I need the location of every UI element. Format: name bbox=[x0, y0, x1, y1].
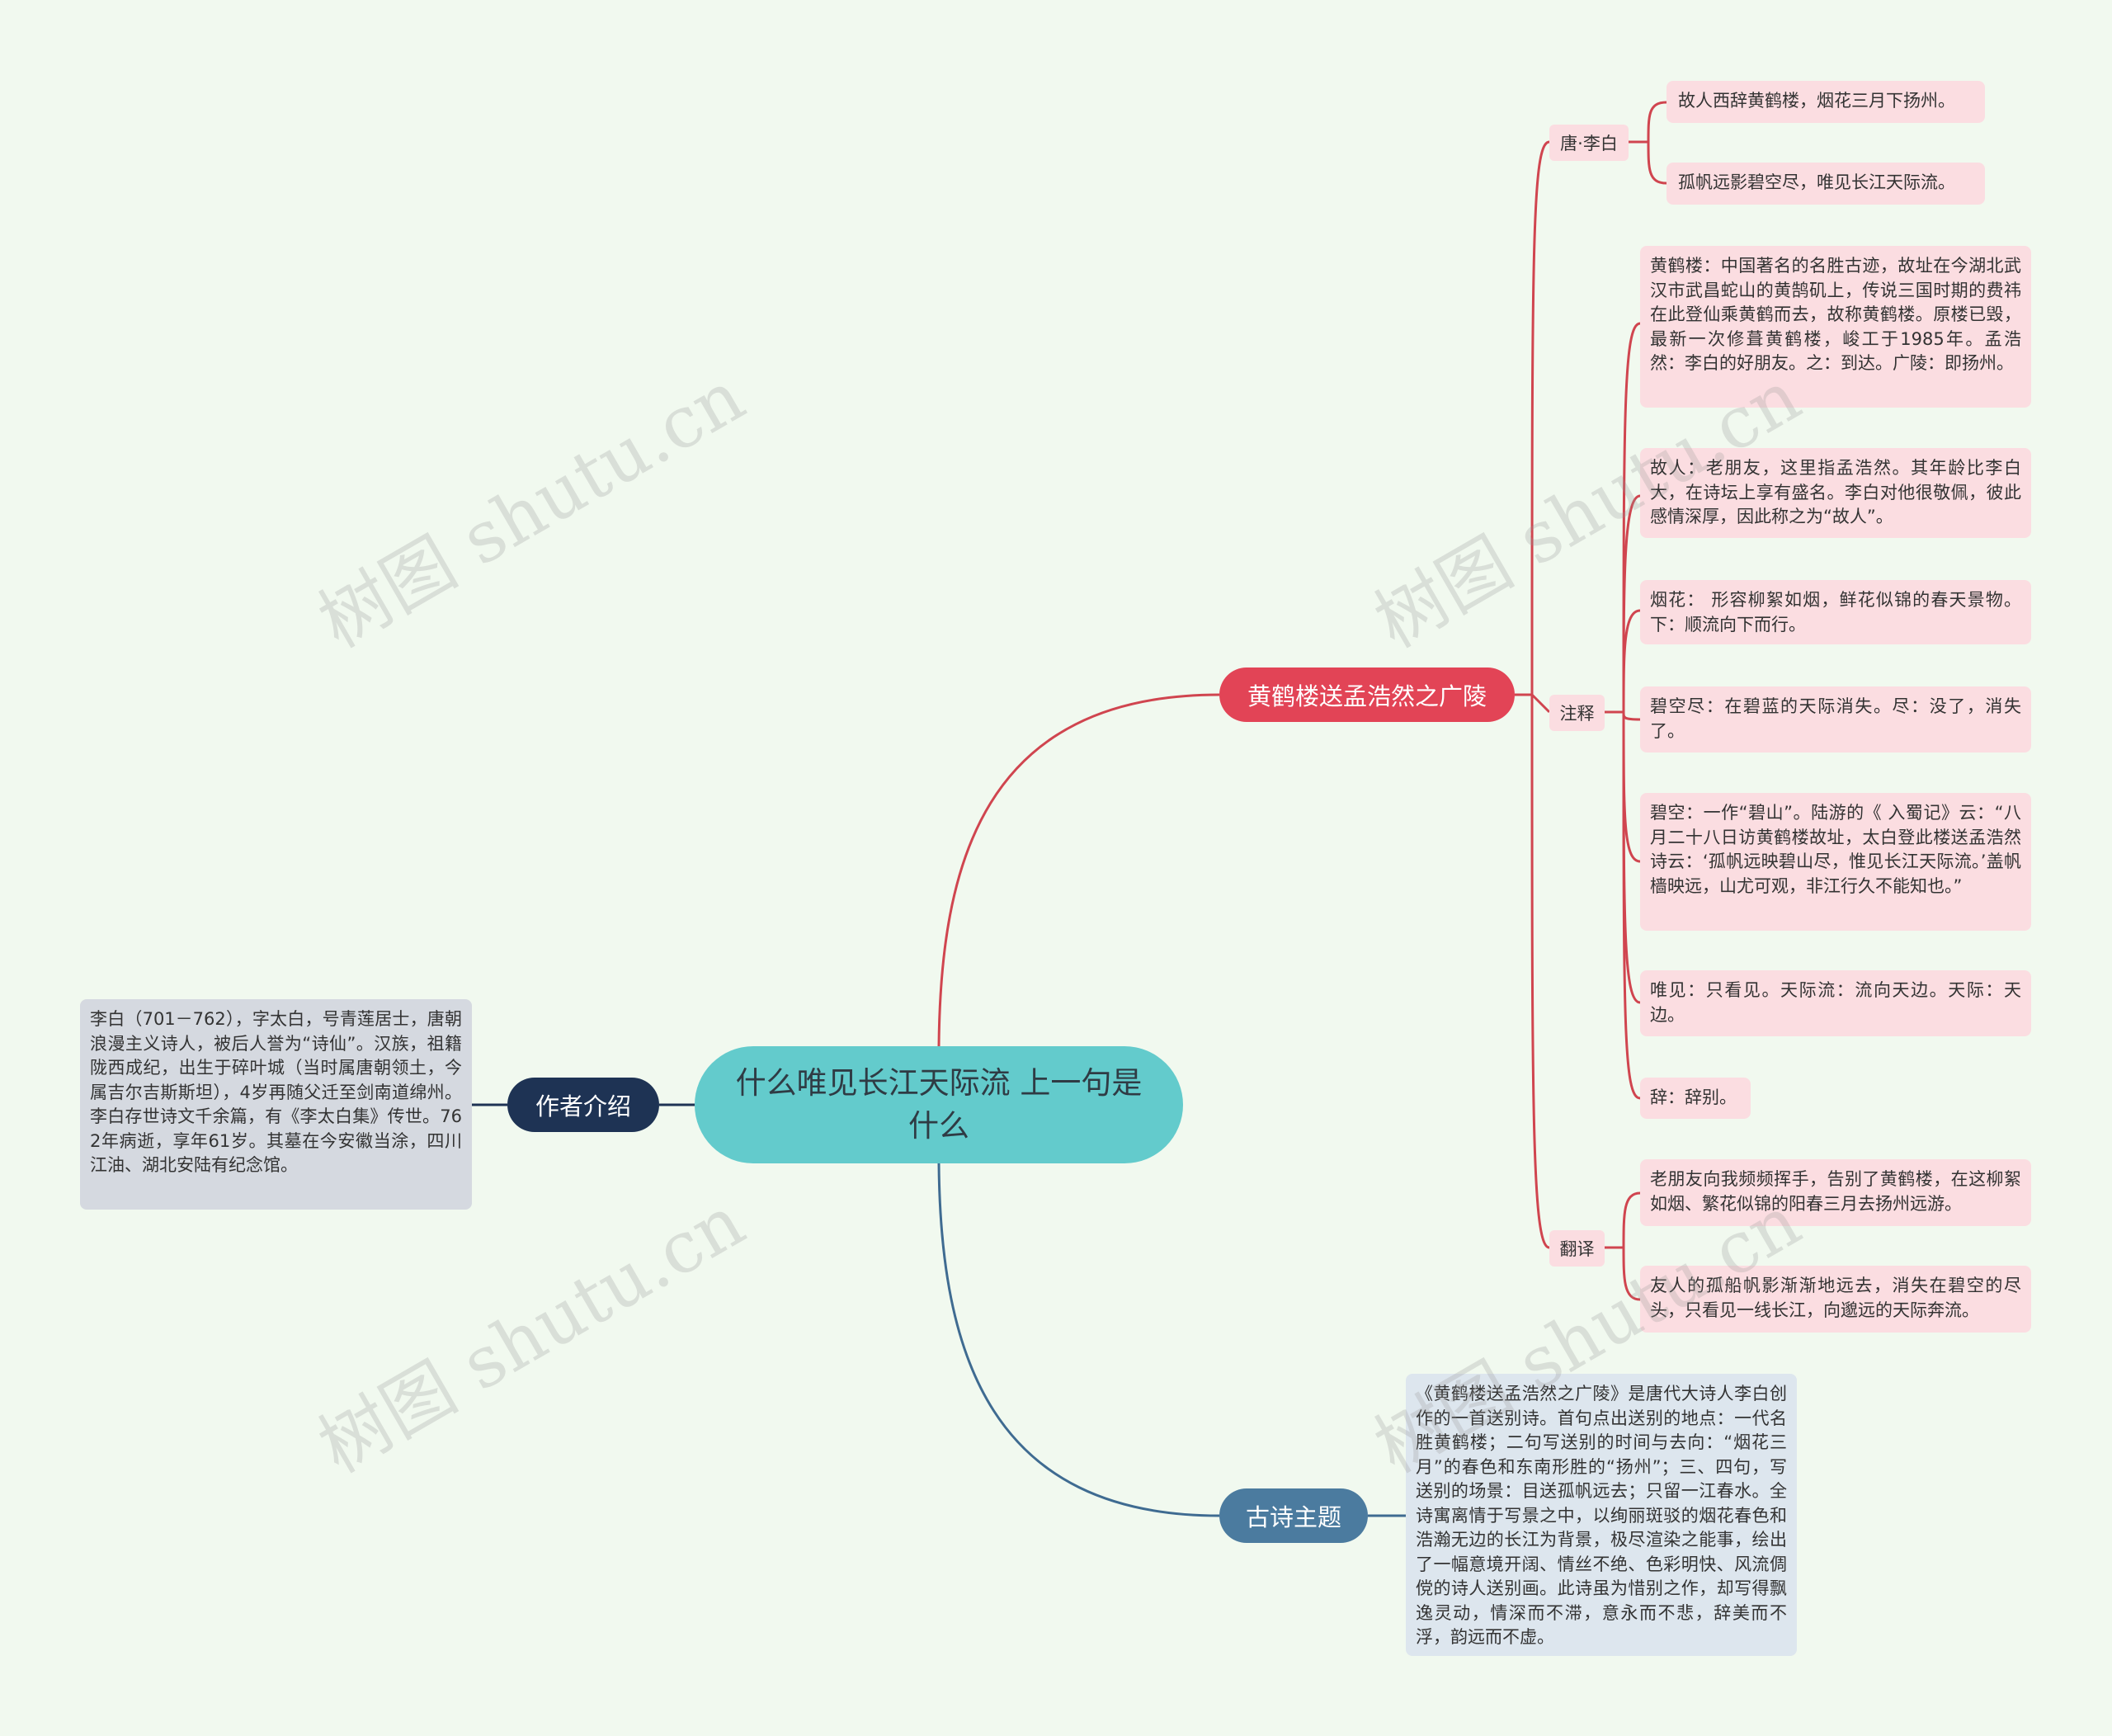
note-item-yanhua[interactable]: 烟花： 形容柳絮如烟，鲜花似锦的春天景物。下：顺流向下而行。 bbox=[1640, 580, 2031, 644]
root-topic[interactable]: 什么唯见长江天际流 上一句是什么 bbox=[695, 1046, 1183, 1163]
note-item-text: 碧空尽：在碧蓝的天际消失。尽：没了，消失了。 bbox=[1650, 696, 2021, 741]
branch-poem[interactable]: 黄鹤楼送孟浩然之广陵 bbox=[1219, 668, 1515, 722]
theme-content: 《黄鹤楼送孟浩然之广陵》是唐代大诗人李白创作的一首送别诗。首句点出送别的地点：一… bbox=[1416, 1384, 1787, 1647]
note-item-huanghelou[interactable]: 黄鹤楼：中国著名的名胜古迹，故址在今湖北武汉市武昌蛇山的黄鹄矶上，传说三国时期的… bbox=[1640, 246, 2031, 408]
note-item-bikong[interactable]: 碧空：一作“碧山”。陆游的《 入蜀记》云：“八月二十八日访黄鹤楼故址，太白登此楼… bbox=[1640, 793, 2031, 931]
poem-line-1[interactable]: 故人西辞黄鹤楼，烟花三月下扬州。 bbox=[1666, 81, 1985, 123]
poem-line-2[interactable]: 孤帆远影碧空尽，唯见长江天际流。 bbox=[1666, 163, 1985, 205]
note-item-text: 辞：辞别。 bbox=[1650, 1087, 1737, 1107]
branch-theme-label: 古诗主题 bbox=[1245, 1503, 1341, 1531]
theme-text[interactable]: 《黄鹤楼送孟浩然之广陵》是唐代大诗人李白创作的一首送别诗。首句点出送别的地点：一… bbox=[1406, 1374, 1797, 1656]
subtopic-translation[interactable]: 翻译 bbox=[1549, 1230, 1605, 1267]
note-item-bikongjin[interactable]: 碧空尽：在碧蓝的天际消失。尽：没了，消失了。 bbox=[1640, 686, 2031, 752]
note-item-text: 故人：老朋友，这里指孟浩然。其年龄比李白大，在诗坛上享有盛名。李白对他很敬佩，彼… bbox=[1650, 458, 2021, 526]
note-item-text: 唯见：只看见。天际流：流向天边。天际：天边。 bbox=[1650, 980, 2021, 1025]
note-item-weijian[interactable]: 唯见：只看见。天际流：流向天边。天际：天边。 bbox=[1640, 970, 2031, 1036]
branch-author-label: 作者介绍 bbox=[535, 1092, 631, 1120]
poem-line-1-text: 故人西辞黄鹤楼，烟花三月下扬州。 bbox=[1678, 91, 1955, 111]
note-item-text: 黄鹤楼：中国著名的名胜古迹，故址在今湖北武汉市武昌蛇山的黄鹄矶上，传说三国时期的… bbox=[1650, 256, 2021, 373]
author-intro-content: 李白（701－762），字太白，号青莲居士，唐朝浪漫主义诗人，被后人誉为“诗仙”… bbox=[90, 1009, 462, 1175]
translation-item-text: 老朋友向我频频挥手，告别了黄鹤楼，在这柳絮如烟、繁花似锦的阳春三月去扬州远游。 bbox=[1650, 1169, 2021, 1214]
subtopic-author[interactable]: 唐·李白 bbox=[1549, 125, 1629, 161]
branch-author[interactable]: 作者介绍 bbox=[507, 1078, 659, 1132]
subtopic-author-label: 唐·李白 bbox=[1560, 134, 1618, 153]
subtopic-notes[interactable]: 注释 bbox=[1549, 695, 1605, 731]
translation-item-1[interactable]: 老朋友向我频频挥手，告别了黄鹤楼，在这柳絮如烟、繁花似锦的阳春三月去扬州远游。 bbox=[1640, 1159, 2031, 1226]
branch-poem-label: 黄鹤楼送孟浩然之广陵 bbox=[1247, 682, 1487, 710]
translation-item-text: 友人的孤船帆影渐渐地远去，消失在碧空的尽头，只看见一线长江，向邈远的天际奔流。 bbox=[1650, 1276, 2021, 1320]
note-item-text: 碧空：一作“碧山”。陆游的《 入蜀记》云：“八月二十八日访黄鹤楼故址，太白登此楼… bbox=[1650, 803, 2021, 896]
subtopic-notes-label: 注释 bbox=[1559, 704, 1595, 724]
note-item-ci[interactable]: 辞：辞别。 bbox=[1640, 1078, 1751, 1119]
note-item-text: 烟花： 形容柳絮如烟，鲜花似锦的春天景物。下：顺流向下而行。 bbox=[1650, 590, 2021, 634]
note-item-guren[interactable]: 故人：老朋友，这里指孟浩然。其年龄比李白大，在诗坛上享有盛名。李白对他很敬佩，彼… bbox=[1640, 448, 2031, 538]
root-topic-label: 什么唯见长江天际流 上一句是什么 bbox=[735, 1065, 1143, 1144]
poem-line-2-text: 孤帆远影碧空尽，唯见长江天际流。 bbox=[1678, 172, 1955, 192]
branch-theme[interactable]: 古诗主题 bbox=[1219, 1488, 1368, 1543]
translation-item-2[interactable]: 友人的孤船帆影渐渐地远去，消失在碧空的尽头，只看见一线长江，向邈远的天际奔流。 bbox=[1640, 1266, 2031, 1333]
author-intro-text[interactable]: 李白（701－762），字太白，号青莲居士，唐朝浪漫主义诗人，被后人誉为“诗仙”… bbox=[80, 999, 472, 1210]
subtopic-translation-label: 翻译 bbox=[1559, 1239, 1595, 1259]
